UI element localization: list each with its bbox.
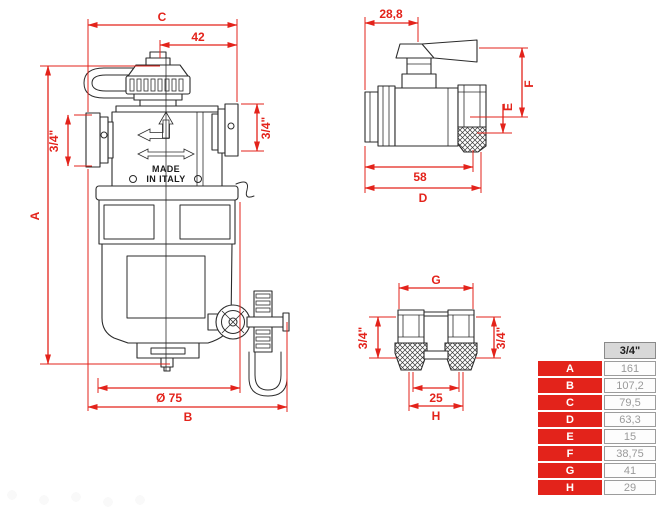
dim-key-cell: G [538,463,602,478]
filter-front-view: MADE IN ITALY [28,10,290,424]
table-row: B 107,2 [538,378,656,393]
dimension-table: 3/4" A 161 B 107,2 C 79,5 D 63,3 E 15 F … [538,342,656,495]
tailpiece-view: G 3/4" 3/4" 25 H [356,273,508,423]
valve-body [111,111,223,187]
dim-label-tail-port-left: 3/4" [356,327,370,349]
faint-watermark [0,440,210,507]
drain-valve [207,290,290,397]
dim-key-cell: E [538,429,602,444]
dim-label-c: C [158,10,167,24]
dim-key-cell: B [538,378,602,393]
flow-arrow-double-icon [137,148,195,160]
table-header-spacer [538,342,602,359]
dim-key-cell: F [538,446,602,461]
dim-label-h: H [432,409,441,423]
valve-body-side [394,87,459,147]
drain-hose [248,351,288,397]
dim-value-cell: 63,3 [604,412,656,427]
dim-label-port-left: 3/4" [47,130,61,152]
table-row: H 29 [538,480,656,495]
dim-key-cell: C [538,395,602,410]
dim-label-tail-port-right: 3/4" [494,327,508,349]
dim-label-port-right: 3/4" [259,117,273,139]
ball-valve-side-view: 28,8 F E 58 D [364,7,536,205]
tail-view-dimensions: G 3/4" 3/4" 25 H [356,273,508,423]
dim-value-cell: 161 [604,361,656,376]
dim-label-e: E [501,103,515,111]
valve-handle [421,39,478,63]
dim-key-cell: H [538,480,602,495]
right-port [224,103,239,157]
table-row: E 15 [538,429,656,444]
dim-value-cell: 15 [604,429,656,444]
dim-label-a: A [28,211,42,220]
dim-label-42: 42 [191,30,205,44]
left-port [85,112,101,168]
dim-value-cell: 38,75 [604,446,656,461]
valve-view-dimensions: 28,8 F E 58 D [364,7,536,205]
table-row: C 79,5 [538,395,656,410]
dim-label-58: 58 [413,170,427,184]
dim-label-f: F [522,80,536,87]
dim-value-cell: 79,5 [604,395,656,410]
table-row: A 161 [538,361,656,376]
table-row: G 41 [538,463,656,478]
dim-label-28-8: 28,8 [379,7,403,21]
table-size-header: 3/4" [604,342,656,359]
dim-label-diameter: Ø 75 [156,391,182,405]
dim-label-25: 25 [429,391,443,405]
dim-value-cell: 41 [604,463,656,478]
dim-label-d: D [419,191,428,205]
dim-label-b: B [184,410,193,424]
dim-label-g: G [431,273,440,287]
table-row: D 63,3 [538,412,656,427]
dim-key-cell: D [538,412,602,427]
dim-value-cell: 107,2 [604,378,656,393]
front-view-dimensions: C 42 A 3/4" 3/4" Ø 75 B [28,10,288,424]
dim-key-cell: A [538,361,602,376]
table-row: F 38,75 [538,446,656,461]
dim-value-cell: 29 [604,480,656,495]
